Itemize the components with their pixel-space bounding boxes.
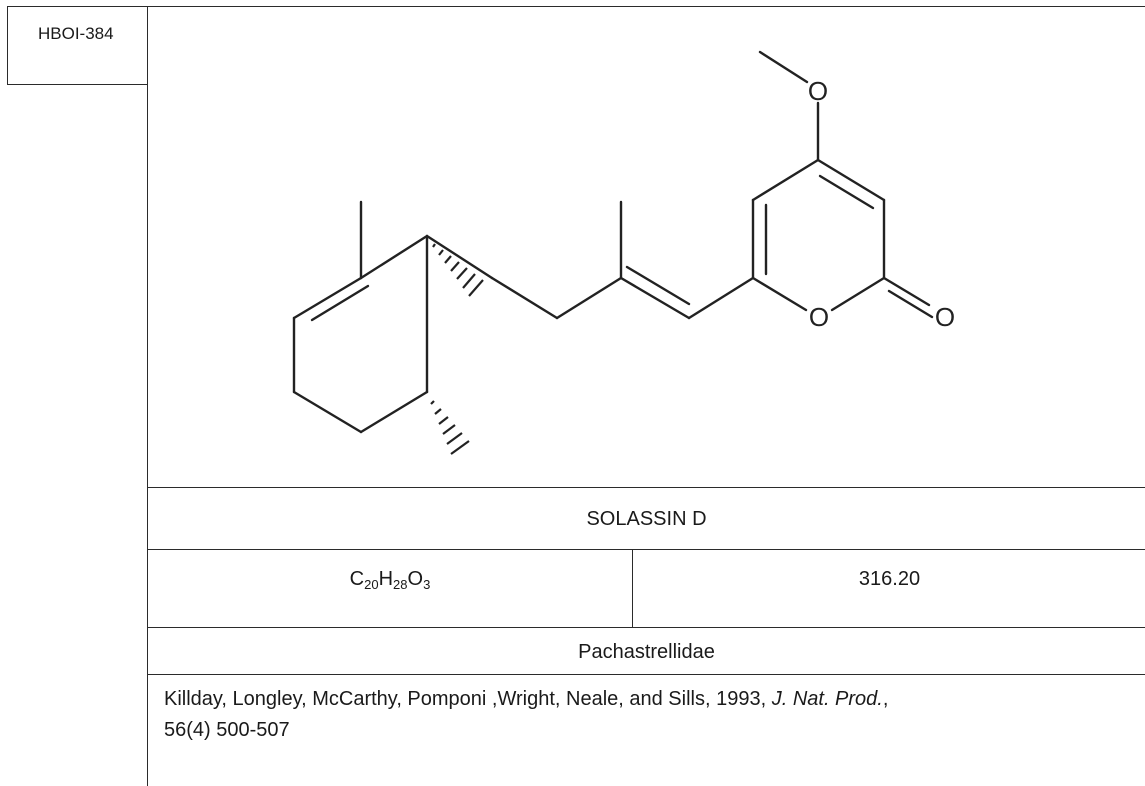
row-divider-3: [147, 627, 1145, 628]
chemical-structure: O O O: [292, 50, 955, 455]
row-divider-4: [147, 674, 1145, 675]
ring-oxygen-label: O: [809, 302, 829, 332]
molecular-formula: C20H28O3: [349, 568, 431, 592]
row-divider-1: [147, 487, 1145, 488]
literature-reference: Killday, Longley, McCarthy, Pomponi ,Wri…: [164, 688, 889, 741]
column-divider: [632, 549, 633, 627]
compound-id-box: HBOI-384: [7, 6, 148, 85]
methoxy-oxygen-label: O: [808, 76, 828, 106]
molecular-mass: 316.20: [858, 568, 921, 590]
compound-name: SOLASSIN D: [586, 508, 707, 530]
main-frame: [147, 6, 1145, 786]
compound-id: HBOI-384: [38, 24, 114, 43]
source-family: Pachastrellidae: [578, 641, 715, 663]
carbonyl-oxygen-label: O: [935, 302, 955, 332]
row-divider-2: [147, 549, 1145, 550]
